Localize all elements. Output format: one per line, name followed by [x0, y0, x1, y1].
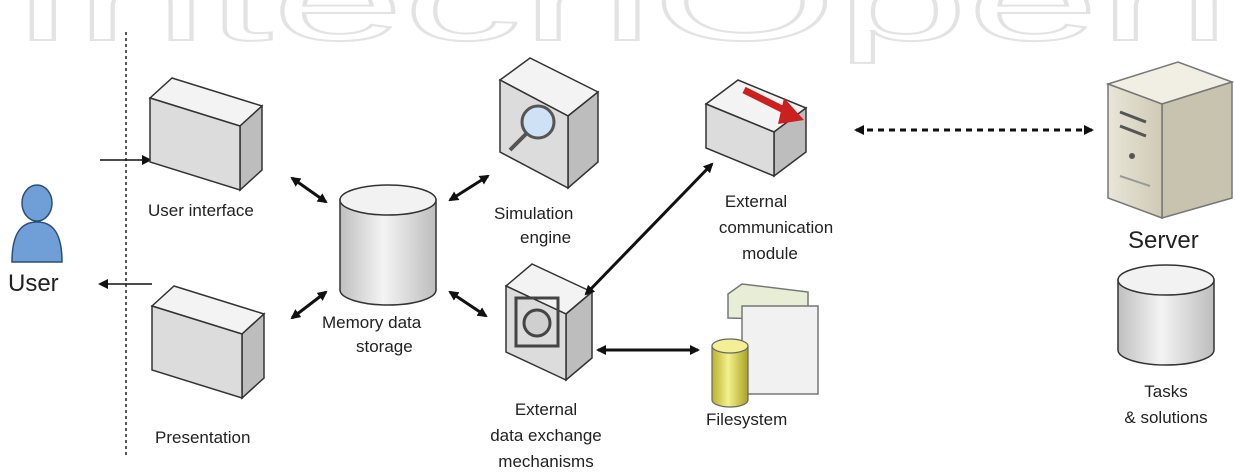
- tasks-solutions-label-2: & solutions: [1124, 408, 1207, 427]
- tasks-solutions-cylinder: [1117, 264, 1215, 366]
- memory-storage-cylinder: [339, 184, 437, 306]
- storage-simulation-arrow: [448, 174, 490, 202]
- storage-exchange-arrow: [448, 290, 488, 318]
- external-exchange-label-2: data exchange: [490, 426, 602, 445]
- external-communication-label-1: External: [725, 192, 787, 211]
- ui-storage-arrow: [290, 176, 328, 204]
- watermark-text: IntechOpen: [10, 0, 1230, 64]
- user-interface-box: [148, 77, 264, 192]
- external-communication-label-3: module: [742, 244, 798, 263]
- tasks-solutions-label-1: Tasks: [1144, 382, 1187, 401]
- memory-storage-label-2: storage: [356, 337, 413, 356]
- exchange-communication-arrow: [584, 162, 714, 296]
- magnifier-icon: [508, 104, 556, 152]
- presentation-storage-arrow: [290, 290, 328, 320]
- filesystem-label: Filesystem: [706, 410, 787, 429]
- user-interface-label: User interface: [148, 201, 254, 220]
- simulation-engine-label-1: Simulation: [494, 204, 573, 223]
- presentation-box: [150, 285, 266, 400]
- user-icon: [11, 184, 63, 263]
- external-exchange-label-1: External: [515, 400, 577, 419]
- external-exchange-label-3: mechanisms: [498, 452, 593, 471]
- gear-icon: [514, 296, 560, 348]
- server-icon: [1105, 61, 1235, 220]
- folder-icon: [727, 283, 819, 395]
- server-label: Server: [1128, 227, 1199, 254]
- simulation-engine-label-2: engine: [520, 228, 571, 247]
- user-label: User: [8, 270, 59, 297]
- red-arrow-icon: [742, 86, 804, 124]
- memory-storage-label-1: Memory data: [322, 313, 422, 332]
- database-icon: [711, 338, 749, 408]
- presentation-label: Presentation: [155, 428, 250, 447]
- external-communication-label-2: communication: [719, 218, 833, 237]
- external-exchange-box: [504, 263, 594, 382]
